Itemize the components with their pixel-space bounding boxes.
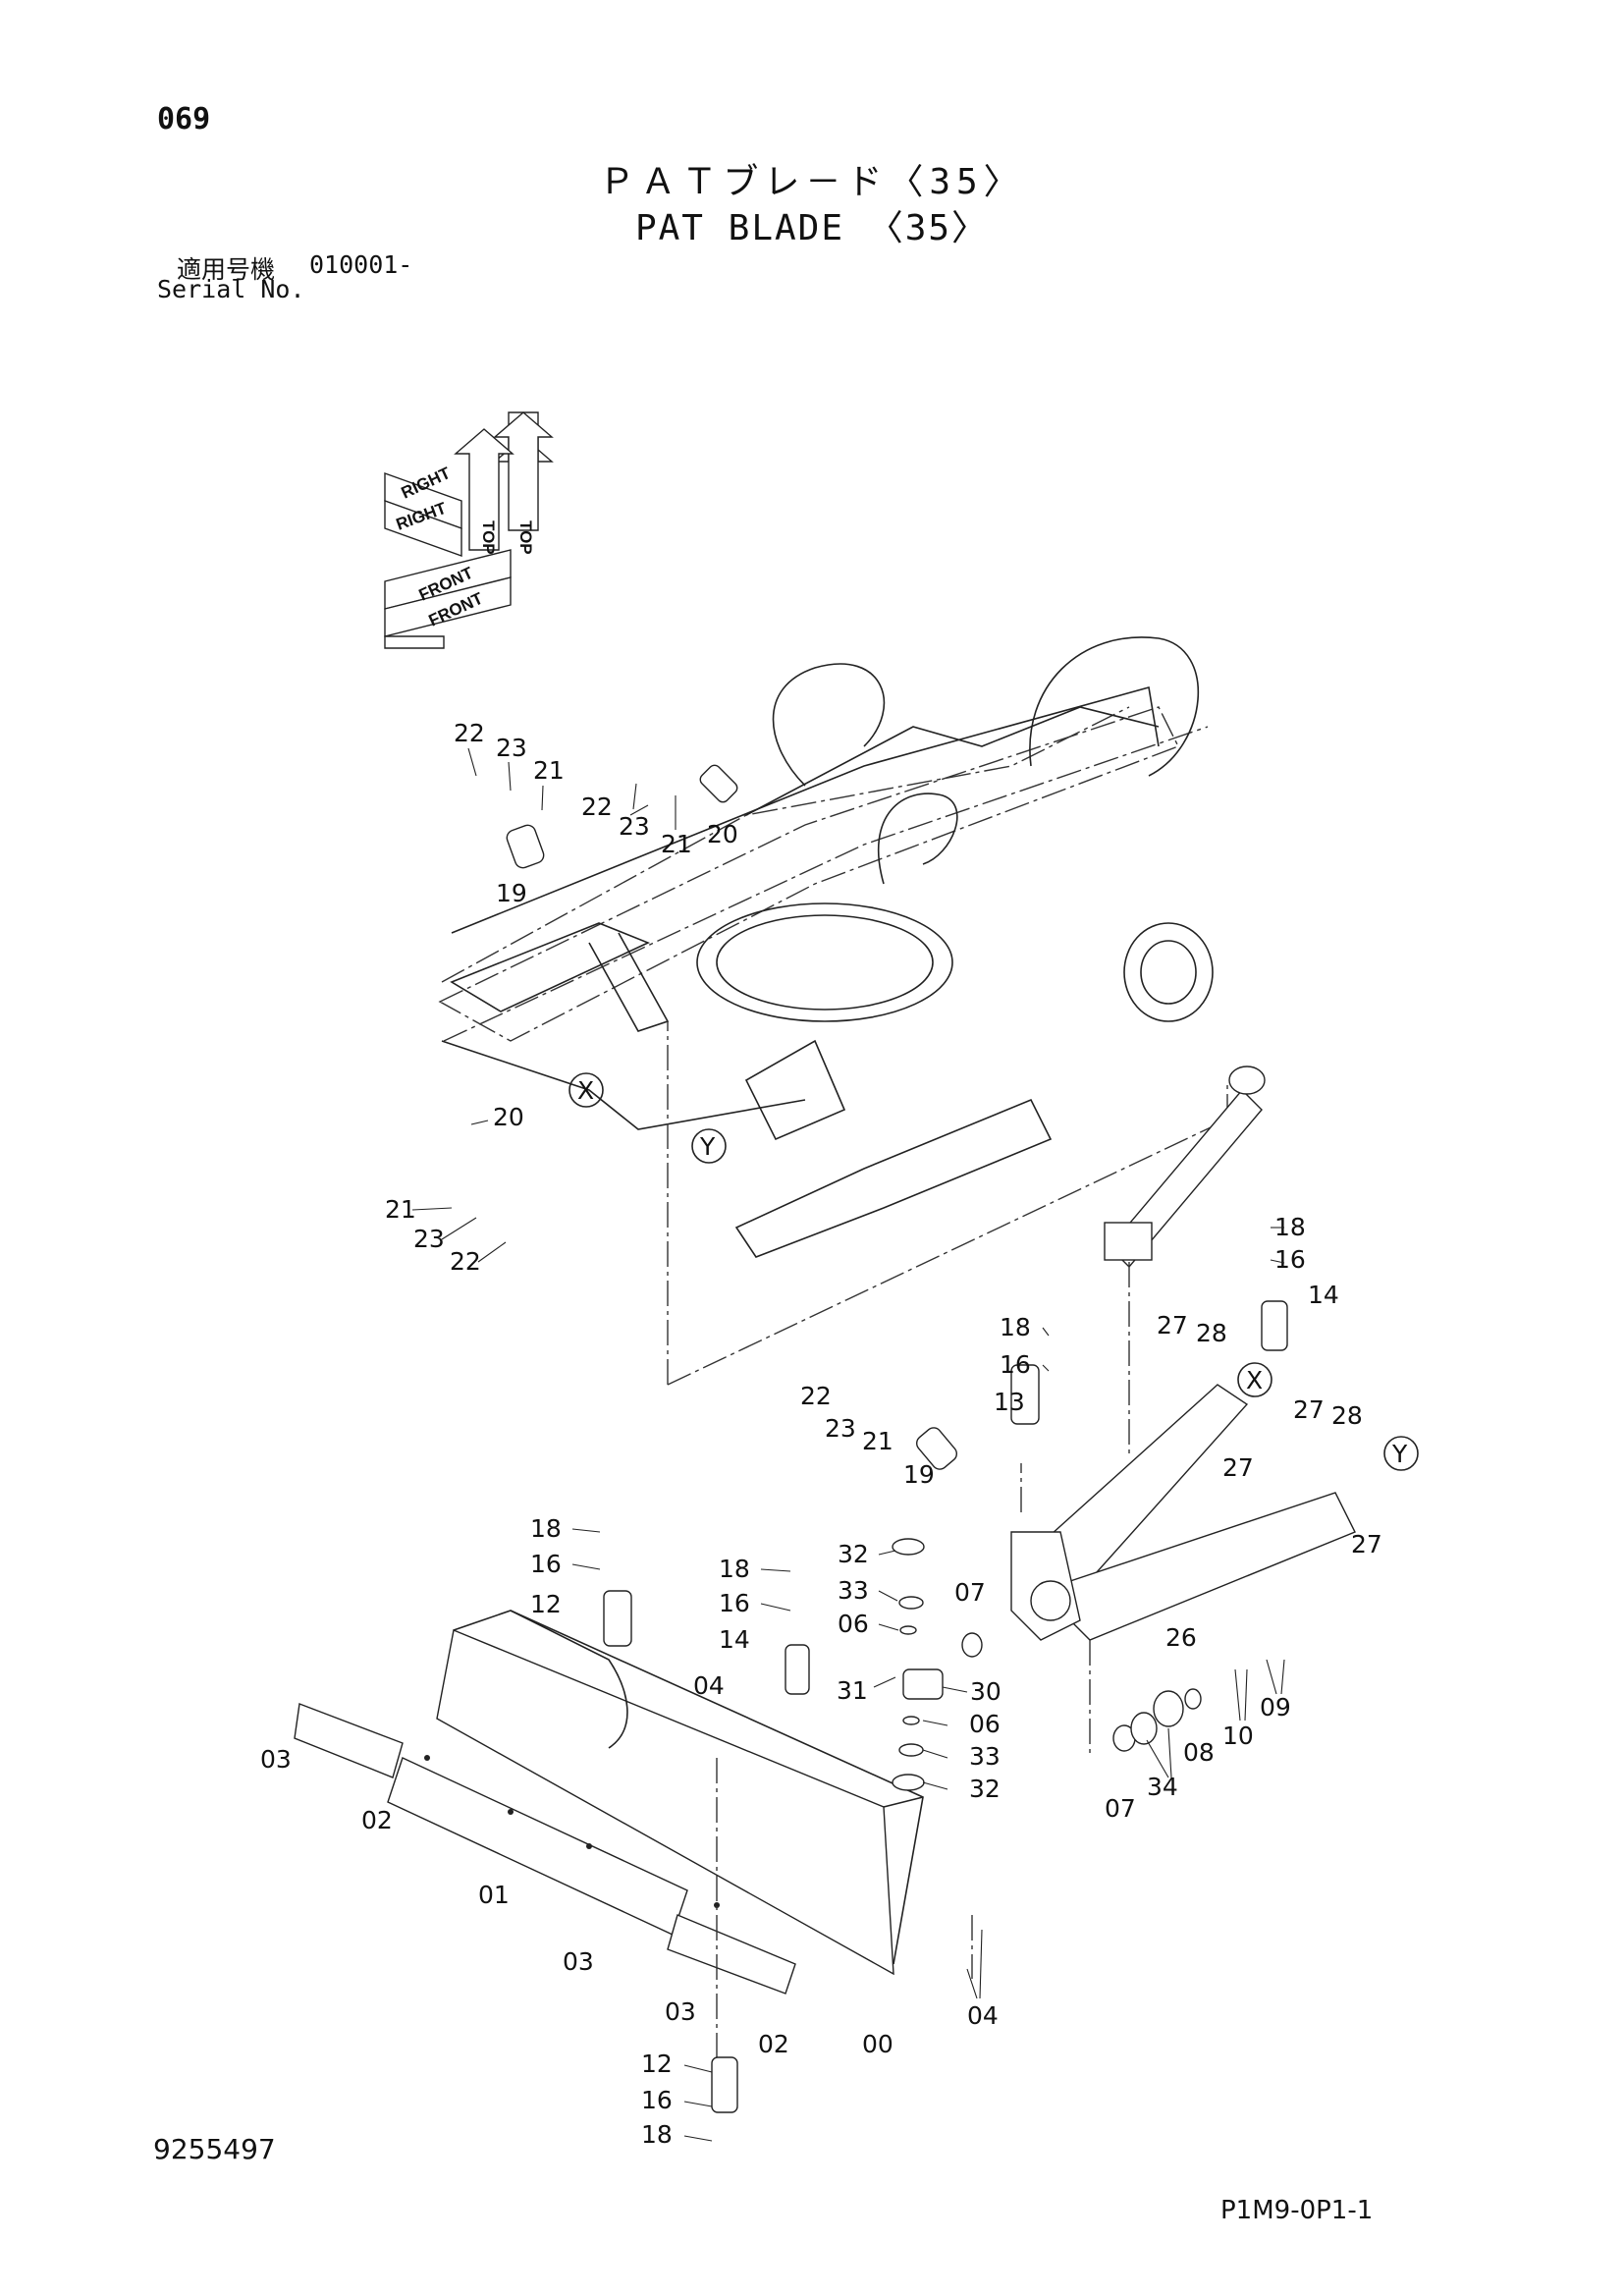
callout-04: 04 bbox=[967, 2001, 999, 2030]
callout-18: 18 bbox=[1000, 1313, 1031, 1341]
callout-07: 07 bbox=[1105, 1794, 1136, 1823]
callout-18: 18 bbox=[530, 1514, 562, 1543]
callout-30: 30 bbox=[970, 1677, 1001, 1706]
callout-10: 10 bbox=[1222, 1722, 1254, 1750]
callout-27: 27 bbox=[1157, 1311, 1188, 1339]
callout-23: 23 bbox=[825, 1414, 856, 1443]
callout-03: 03 bbox=[665, 1997, 696, 2026]
callout-16: 16 bbox=[530, 1550, 562, 1578]
callout-23: 23 bbox=[619, 812, 650, 841]
blade-assembly bbox=[294, 1610, 973, 2102]
callout-12: 12 bbox=[530, 1590, 562, 1618]
callout-12: 12 bbox=[641, 2050, 673, 2078]
reference-mark-x2: X bbox=[1237, 1362, 1272, 1397]
callout-32: 32 bbox=[969, 1775, 1001, 1803]
callout-labels: 22 23 21 19 22 23 21 20 20 21 23 22 18 1… bbox=[260, 719, 1382, 2149]
callout-08: 08 bbox=[1183, 1738, 1215, 1767]
callout-23: 23 bbox=[413, 1225, 445, 1253]
track-frame-phantom bbox=[438, 636, 1228, 1386]
callout-02: 02 bbox=[758, 2030, 789, 2058]
direction-arrow-top: TOP TOP bbox=[454, 411, 554, 555]
callout-06: 06 bbox=[838, 1610, 869, 1638]
page-code: P1M9-0P1-1 bbox=[1220, 2196, 1374, 2225]
callout-22: 22 bbox=[454, 719, 485, 747]
callout-16: 16 bbox=[641, 2086, 673, 2114]
callout-22: 22 bbox=[800, 1382, 832, 1410]
serial-label-english: Serial No. bbox=[157, 275, 305, 303]
callout-06: 06 bbox=[969, 1710, 1001, 1738]
callout-14: 14 bbox=[1308, 1281, 1339, 1309]
callout-20: 20 bbox=[707, 820, 738, 848]
callout-18: 18 bbox=[641, 2120, 673, 2149]
callout-01: 01 bbox=[478, 1881, 510, 1909]
reference-mark-y1: Y bbox=[691, 1128, 727, 1164]
callout-21: 21 bbox=[385, 1195, 416, 1224]
direction-arrow-right: RIGHT RIGHT bbox=[384, 464, 462, 557]
serial-label-japanese: 適用号機 bbox=[177, 255, 276, 284]
callout-27: 27 bbox=[1293, 1395, 1325, 1424]
leader-lines bbox=[411, 747, 1285, 2142]
callout-33: 33 bbox=[838, 1576, 869, 1605]
callout-23: 23 bbox=[496, 734, 527, 762]
reference-mark-y2-label: Y bbox=[1391, 1440, 1408, 1468]
lift-cylinder bbox=[1104, 1066, 1266, 1453]
reference-mark-x1: X bbox=[568, 1072, 604, 1108]
callout-14: 14 bbox=[719, 1625, 750, 1654]
callout-26: 26 bbox=[1165, 1623, 1197, 1652]
callout-21: 21 bbox=[533, 756, 565, 785]
callout-22: 22 bbox=[450, 1247, 481, 1276]
callout-16: 16 bbox=[1000, 1350, 1031, 1379]
reference-mark-x1-label: X bbox=[577, 1076, 594, 1105]
callout-09: 09 bbox=[1260, 1693, 1291, 1722]
callout-20: 20 bbox=[493, 1103, 524, 1131]
document-number: 9255497 bbox=[153, 2133, 276, 2165]
callout-27: 27 bbox=[1351, 1530, 1382, 1558]
reference-mark-x2-label: X bbox=[1246, 1366, 1263, 1394]
callout-19: 19 bbox=[496, 879, 527, 907]
direction-indicator: TOP TOP RIGHT RIGHT FRONT FRONT bbox=[384, 411, 554, 649]
callout-03: 03 bbox=[563, 1947, 594, 1976]
callout-02: 02 bbox=[361, 1806, 393, 1834]
page-title-japanese: ＰＡＴブレ－ド〈35〉 bbox=[599, 162, 1025, 202]
callout-34: 34 bbox=[1147, 1773, 1178, 1801]
direction-arrow-front: FRONT FRONT bbox=[384, 549, 512, 649]
callout-28: 28 bbox=[1331, 1401, 1363, 1430]
callout-28: 28 bbox=[1196, 1319, 1227, 1347]
page-title-english: PAT BLADE 〈35〉 bbox=[634, 208, 990, 248]
hardware-parts bbox=[506, 764, 1288, 2113]
callout-03: 03 bbox=[260, 1745, 292, 1774]
serial-number-value: 010001- bbox=[309, 250, 413, 279]
callout-32: 32 bbox=[838, 1540, 869, 1568]
callout-21: 21 bbox=[862, 1427, 893, 1455]
callout-16: 16 bbox=[1274, 1245, 1306, 1274]
callout-16: 16 bbox=[719, 1589, 750, 1617]
page-number: 069 bbox=[157, 102, 211, 137]
callout-19: 19 bbox=[903, 1460, 935, 1489]
callout-31: 31 bbox=[837, 1676, 868, 1705]
arm-frame bbox=[1010, 1384, 1356, 1758]
callout-18: 18 bbox=[719, 1555, 750, 1583]
reference-mark-y2: Y bbox=[1383, 1436, 1419, 1471]
direction-label-top-shadow: TOP bbox=[479, 520, 498, 555]
callout-22: 22 bbox=[581, 793, 613, 821]
callout-04: 04 bbox=[693, 1671, 725, 1700]
callout-33: 33 bbox=[969, 1742, 1001, 1771]
callout-13: 13 bbox=[994, 1388, 1025, 1416]
callout-07: 07 bbox=[954, 1578, 986, 1607]
callout-21: 21 bbox=[661, 830, 692, 858]
direction-label-top: TOP bbox=[516, 520, 535, 555]
callout-27: 27 bbox=[1222, 1453, 1254, 1482]
callout-00: 00 bbox=[862, 2030, 893, 2058]
reference-mark-y1-label: Y bbox=[699, 1132, 716, 1161]
